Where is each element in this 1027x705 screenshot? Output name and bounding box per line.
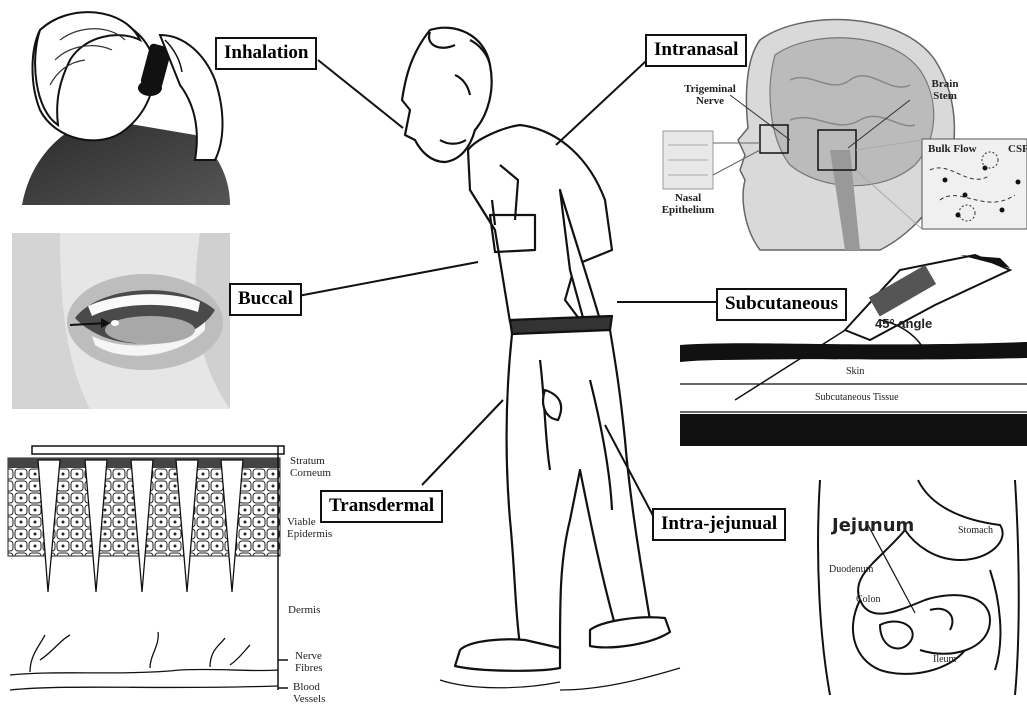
patient-figure bbox=[402, 28, 680, 690]
dermis-label: Dermis bbox=[288, 604, 320, 616]
subcutaneous-tissue-label: Subcutaneous Tissue bbox=[815, 392, 899, 404]
intranasal-label: Intranasal bbox=[645, 34, 747, 67]
intra-jejunal-label: Intra-jejunual bbox=[652, 508, 786, 541]
trigeminal-nerve-label: Trigeminal Nerve bbox=[680, 83, 740, 107]
skin-label: Skin bbox=[846, 366, 864, 378]
blood-vessels-label: Blood Vessels bbox=[293, 681, 343, 705]
subcutaneous-label: Subcutaneous bbox=[716, 288, 847, 321]
jejunum-label: Jejunum bbox=[832, 516, 914, 536]
csf-label: CSF bbox=[1008, 143, 1027, 155]
ileum-label: Ileum bbox=[933, 654, 956, 666]
buccal-illustration bbox=[12, 233, 230, 409]
nasal-epithelium-label: Nasal Epithelium bbox=[658, 192, 718, 216]
colon-label: Colon bbox=[856, 594, 880, 606]
stratum-corneum-label: Stratum Corneum bbox=[290, 455, 360, 479]
bulk-flow-label: Bulk Flow bbox=[928, 143, 977, 155]
stomach-label: Stomach bbox=[958, 525, 993, 537]
nerve-fibres-label: Nerve Fibres bbox=[295, 650, 345, 674]
transdermal-illustration bbox=[8, 446, 288, 690]
inhalation-label: Inhalation bbox=[215, 37, 317, 70]
intra-jejunal-illustration bbox=[818, 480, 1019, 695]
subcutaneous-illustration bbox=[680, 255, 1027, 446]
viable-epidermis-label: Viable Epidermis bbox=[287, 516, 357, 540]
inhalation-illustration bbox=[22, 12, 230, 205]
duodenum-label: Duodenum bbox=[829, 564, 873, 576]
angle-label: 45° angle bbox=[875, 318, 932, 330]
brain-stem-label: Brain Stem bbox=[925, 78, 965, 102]
buccal-label: Buccal bbox=[229, 283, 302, 316]
